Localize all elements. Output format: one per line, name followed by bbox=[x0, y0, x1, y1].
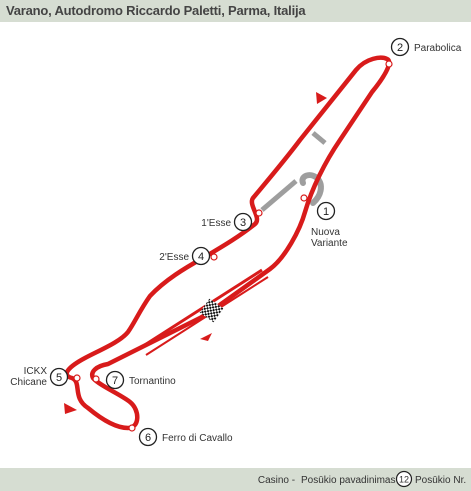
corner-3-number: 3 bbox=[240, 217, 246, 229]
legend-number-sample: 12 bbox=[399, 475, 409, 485]
legend: Casino - Posūkio pavadinimas 12 Posūkio … bbox=[258, 470, 466, 488]
legend-casino: Casino bbox=[258, 475, 290, 486]
checkered-flag-icon bbox=[199, 298, 224, 323]
corner-5-number: 5 bbox=[56, 372, 62, 384]
direction-arrow-icon bbox=[64, 403, 77, 414]
corner-2-marker: 2 bbox=[390, 37, 410, 57]
alt-link-section bbox=[311, 131, 327, 145]
corner-dot bbox=[73, 374, 81, 382]
map-title: Varano, Autodromo Riccardo Paletti, Parm… bbox=[6, 3, 306, 18]
legend-separator: - bbox=[289, 475, 298, 486]
legend-number-badge bbox=[395, 470, 413, 488]
corner-dot bbox=[92, 375, 100, 383]
corner-2-name: Parabolica bbox=[414, 43, 462, 54]
legend-corner-name: Posūkio pavadinimas bbox=[301, 475, 396, 486]
corner-4-number: 4 bbox=[198, 251, 204, 263]
alternative-track bbox=[260, 131, 327, 212]
corner-4-name: 2'Esse bbox=[159, 252, 189, 263]
corner-1-number: 1 bbox=[323, 206, 329, 218]
corner-5-name-line-1: ICKX bbox=[24, 366, 48, 377]
corner-3-marker: 3 bbox=[233, 212, 253, 232]
legend-corner-number: Posūkio Nr. bbox=[415, 475, 466, 486]
corner-6-marker: 6 bbox=[138, 427, 158, 447]
corner-dot bbox=[128, 424, 136, 432]
corner-dots bbox=[73, 60, 393, 432]
corner-4-marker: 4 bbox=[191, 246, 211, 266]
corner-3-name: 1'Esse bbox=[201, 218, 231, 229]
direction-arrow-icon bbox=[200, 333, 212, 341]
corner-6-name: Ferro di Cavallo bbox=[162, 433, 233, 444]
title-bar: Varano, Autodromo Riccardo Paletti, Parm… bbox=[0, 0, 471, 22]
corner-1-name-line-1: Nuova bbox=[311, 227, 340, 238]
corner-dot bbox=[385, 60, 393, 68]
corner-7-number: 7 bbox=[112, 375, 118, 387]
corner-7-name: Tornantino bbox=[129, 376, 176, 387]
corner-dot bbox=[210, 253, 218, 261]
corner-5-name-line-2: Chicane bbox=[10, 377, 47, 388]
direction-arrow-icon bbox=[316, 92, 327, 104]
corner-7-marker: 7 bbox=[105, 370, 125, 390]
corner-1-marker: 1 bbox=[316, 201, 336, 221]
pit-straight bbox=[139, 268, 263, 350]
corner-1-name-line-2: Variante bbox=[311, 238, 348, 249]
legend-bar bbox=[0, 468, 471, 491]
corner-dot bbox=[300, 194, 308, 202]
corner-2-number: 2 bbox=[397, 42, 403, 54]
corner-dot bbox=[255, 209, 263, 217]
alt-esse-section bbox=[260, 179, 298, 212]
circuit-outline bbox=[64, 55, 392, 431]
corner-6-number: 6 bbox=[145, 432, 151, 444]
corner-5-marker: 5 bbox=[49, 367, 69, 387]
